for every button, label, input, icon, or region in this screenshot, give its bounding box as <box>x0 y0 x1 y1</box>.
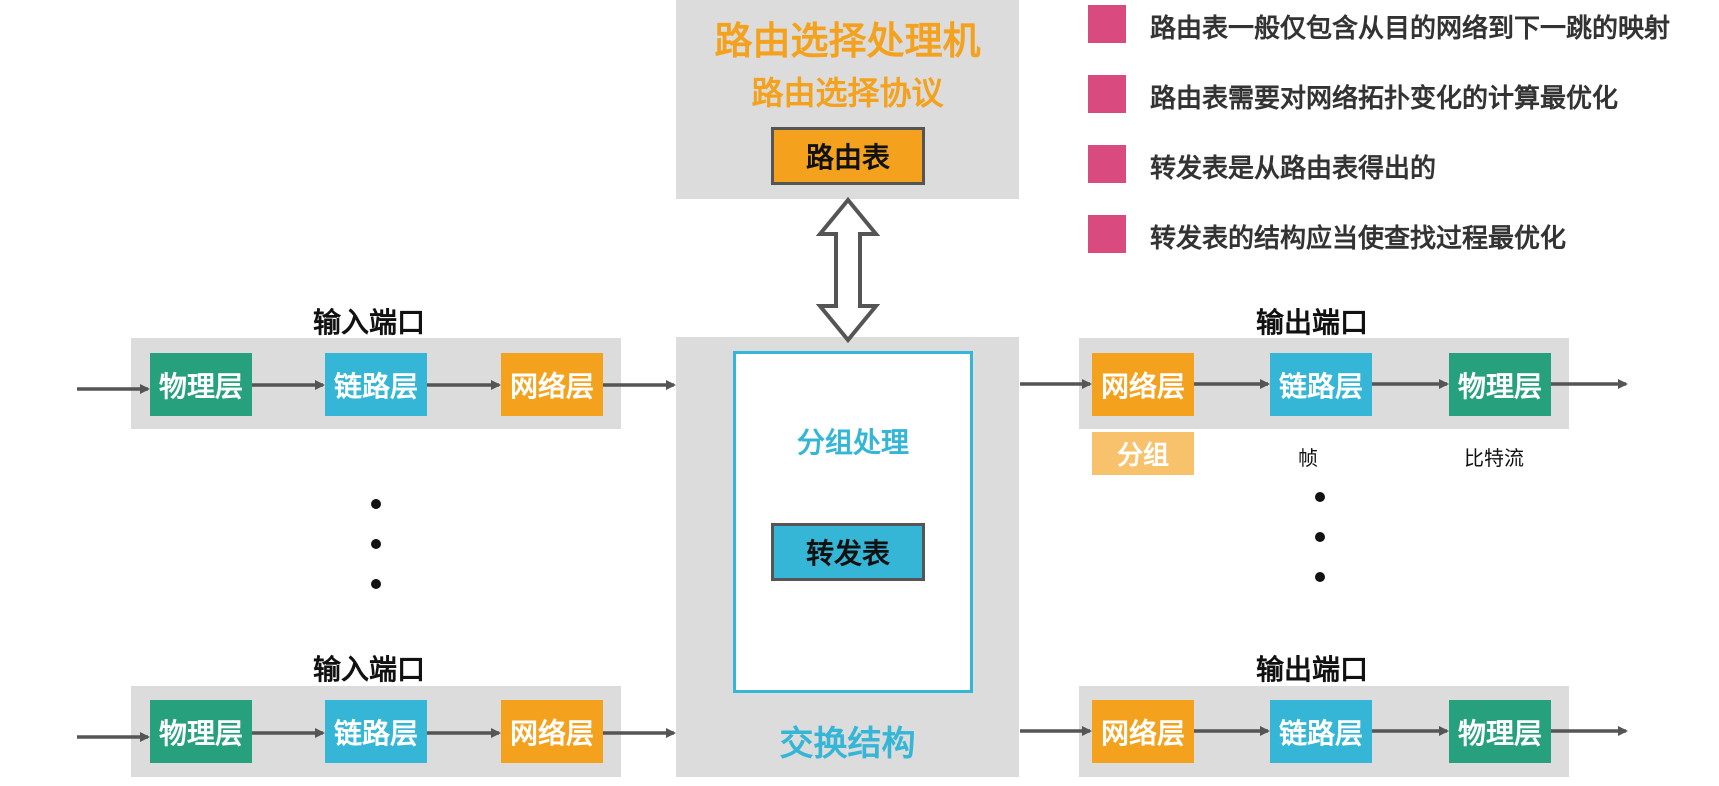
input-network-layer: 网络层 <box>501 353 603 416</box>
packet-processing-frame <box>733 351 973 693</box>
output-network-layer: 网络层 <box>1092 353 1194 416</box>
ellipsis-dot <box>1315 492 1325 502</box>
note-marker <box>1088 145 1126 183</box>
packet-processing-label: 分组处理 <box>796 426 909 459</box>
note-text: 转发表的结构应当使查找过程最优化 <box>1150 224 1567 254</box>
ellipsis-dot <box>371 539 381 549</box>
ellipsis-dot <box>371 499 381 509</box>
note-marker <box>1088 75 1126 113</box>
frame-unit-label: 帧 <box>1298 446 1318 470</box>
note-text: 路由表一般仅包含从目的网络到下一跳的映射 <box>1150 14 1671 44</box>
routing-protocol-label: 路由选择协议 <box>751 74 944 112</box>
routing-processor-title: 路由选择处理机 <box>714 19 981 63</box>
note-text: 转发表是从路由表得出的 <box>1150 154 1437 184</box>
ellipsis-dot <box>1315 532 1325 542</box>
input-link-layer: 链路层 <box>325 353 427 416</box>
bidirectional-arrow <box>815 196 881 344</box>
note-text: 路由表需要对网络拓扑变化的计算最优化 <box>1150 84 1619 114</box>
ellipsis-dot <box>1315 572 1325 582</box>
ellipsis-dot <box>371 579 381 589</box>
output-network-layer: 网络层 <box>1092 700 1194 763</box>
note-marker <box>1088 215 1126 253</box>
input-link-layer: 链路层 <box>325 700 427 763</box>
input-port-label: 输入端口 <box>313 306 426 339</box>
note-marker <box>1088 5 1126 43</box>
output-link-layer: 链路层 <box>1270 353 1372 416</box>
packet-unit-label: 分组 <box>1092 432 1194 475</box>
output-physical-layer: 物理层 <box>1449 353 1551 416</box>
input-port-label: 输入端口 <box>313 653 426 686</box>
output-link-layer: 链路层 <box>1270 700 1372 763</box>
switch-fabric-title: 交换结构 <box>779 724 916 764</box>
output-physical-layer: 物理层 <box>1449 700 1551 763</box>
forwarding-table-box: 转发表 <box>771 523 925 581</box>
bitstream-unit-label: 比特流 <box>1464 446 1524 470</box>
input-physical-layer: 物理层 <box>150 700 252 763</box>
input-physical-layer: 物理层 <box>150 353 252 416</box>
output-port-label: 输出端口 <box>1256 306 1369 339</box>
routing-table-box: 路由表 <box>771 127 925 185</box>
output-port-label: 输出端口 <box>1256 653 1369 686</box>
input-network-layer: 网络层 <box>501 700 603 763</box>
